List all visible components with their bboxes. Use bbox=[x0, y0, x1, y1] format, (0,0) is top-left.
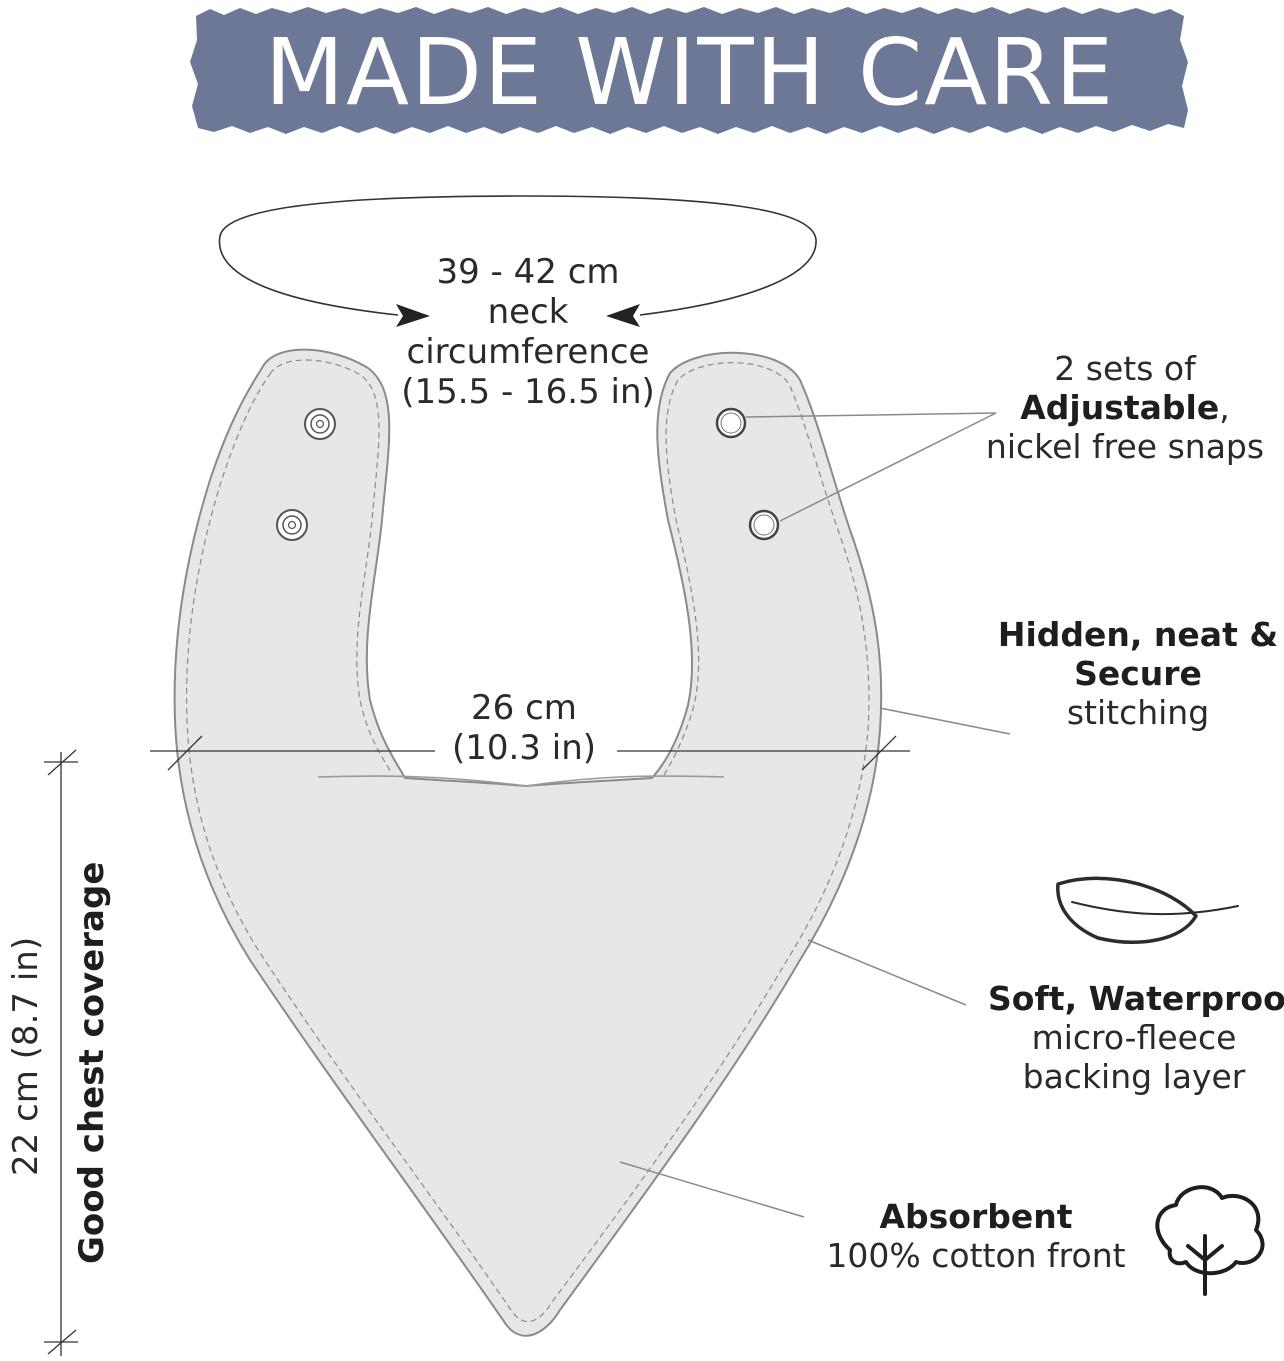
width-measure-label: 26 cm (10.3 in) bbox=[424, 688, 624, 768]
height-measure-label: 22 cm (8.7 in) bbox=[6, 936, 46, 1176]
feature-fleece-line2: micro-fleece bbox=[1031, 1017, 1237, 1057]
bib-body bbox=[173, 348, 883, 1337]
feature-cotton-line2: 100% cotton front bbox=[826, 1235, 1126, 1275]
banner-shape bbox=[190, 7, 1188, 134]
bib-seam bbox=[317, 775, 725, 787]
width-measure-in: (10.3 in) bbox=[451, 728, 597, 769]
neck-measure-label: 39 - 42 cm neck circumference (15.5 - 16… bbox=[388, 252, 668, 412]
coverage-label: Good chest coverage bbox=[72, 861, 112, 1264]
feature-cotton-bold: Absorbent bbox=[879, 1197, 1073, 1236]
neck-circumference-loop bbox=[218, 195, 817, 316]
width-dimension bbox=[150, 735, 910, 771]
feature-fleece-line3: backing layer bbox=[1022, 1056, 1246, 1096]
feature-fleece: Soft, Waterproof micro-fleece backing la… bbox=[988, 979, 1284, 1097]
bib-stitching bbox=[186, 359, 870, 1323]
feature-stitching-line3: stitching bbox=[1066, 692, 1210, 732]
feature-stitching: Hidden, neat & Secure stitching bbox=[994, 615, 1282, 733]
snap-right-top bbox=[715, 407, 747, 439]
feature-snaps-comma: , bbox=[1219, 387, 1230, 427]
neck-measure-circumference: circumference bbox=[406, 332, 650, 373]
neck-arrow-right bbox=[606, 304, 640, 327]
feather-icon bbox=[1056, 876, 1239, 944]
width-measure-cm: 26 cm bbox=[471, 688, 577, 728]
feature-snaps: 2 sets of Adjustable, nickel free snaps bbox=[972, 349, 1278, 467]
neck-measure-word: neck bbox=[487, 292, 569, 333]
feature-stitching-bold2: Secure bbox=[1074, 653, 1202, 693]
callout-lines bbox=[619, 412, 1011, 1218]
neck-measure-cm: 39 - 42 cm bbox=[436, 252, 620, 292]
snap-left-bottom bbox=[276, 509, 308, 541]
feature-snaps-line3: nickel free snaps bbox=[985, 426, 1265, 466]
feature-fleece-bold: Soft, Waterproof bbox=[988, 979, 1284, 1018]
feature-stitching-bold1: Hidden, neat & bbox=[997, 615, 1279, 654]
snap-right-bottom bbox=[748, 509, 780, 541]
height-dimension bbox=[44, 749, 78, 1356]
neck-measure-in: (15.5 - 16.5 in) bbox=[401, 372, 655, 413]
snap-left-top bbox=[304, 408, 336, 440]
banner-title: MADE WITH CARE bbox=[264, 18, 1116, 126]
feature-cotton: Absorbent 100% cotton front bbox=[814, 1197, 1138, 1276]
feature-snaps-line1: 2 sets of bbox=[1054, 349, 1196, 388]
neck-arrow-left bbox=[396, 304, 430, 327]
cotton-flower-icon bbox=[1155, 1185, 1265, 1296]
feature-snaps-bold: Adjustable bbox=[1020, 387, 1220, 427]
